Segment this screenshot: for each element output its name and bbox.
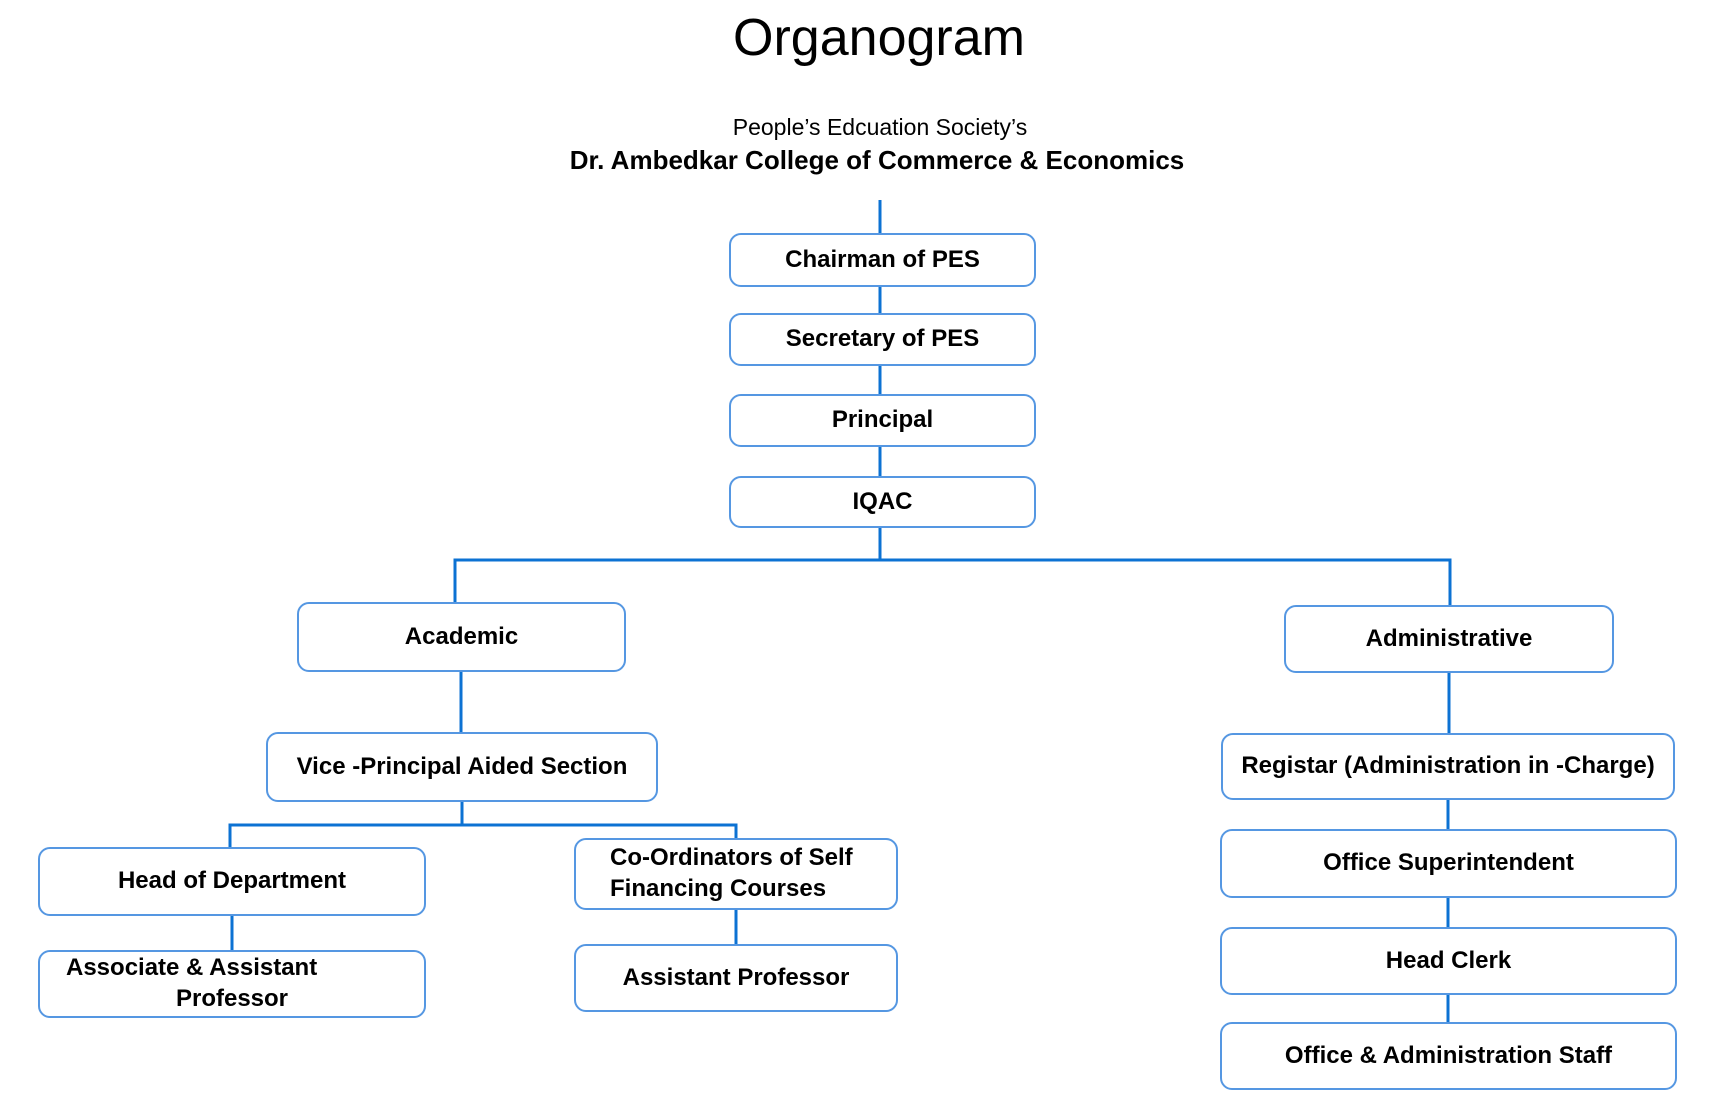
node-vice-principal-aided-section: Vice -Principal Aided Section xyxy=(266,732,658,802)
college-name: Dr. Ambedkar College of Commerce & Econo… xyxy=(569,145,1185,175)
node-secretary-of-pes: Secretary of PES xyxy=(729,313,1036,366)
node-iqac: IQAC xyxy=(729,476,1036,528)
node-label: Academic xyxy=(404,622,519,650)
node-label-line2: Financing Courses xyxy=(610,875,827,902)
node-label-line1: Associate & Assistant xyxy=(66,954,318,982)
node-label: IQAC xyxy=(852,487,913,515)
node-label-line1: Co-Ordinators of Self xyxy=(610,844,853,872)
society-subtitle: People’s Edcuation Society’s xyxy=(732,114,1028,140)
node-label-line2: Professor xyxy=(175,985,289,1012)
node-label: Head Clerk xyxy=(1385,946,1512,974)
node-label: Principal xyxy=(831,406,934,434)
node-label: Registar (Administration in -Charge) xyxy=(1241,752,1655,780)
node-associate-assistant-professor: Associate & Assistant Professor xyxy=(38,950,426,1018)
node-academic: Academic xyxy=(297,602,626,672)
node-chairman-of-pes: Chairman of PES xyxy=(729,233,1036,287)
node-label: Office & Administration Staff xyxy=(1284,1041,1613,1069)
connector-vice-split-bar xyxy=(228,823,738,847)
node-administrative: Administrative xyxy=(1284,605,1614,673)
node-label: Assistant Professor xyxy=(622,963,850,991)
node-head-of-department: Head of Department xyxy=(38,847,426,916)
node-label: Administrative xyxy=(1365,624,1533,652)
node-label: Office Superintendent xyxy=(1323,849,1574,877)
node-assistant-professor: Assistant Professor xyxy=(574,944,898,1012)
node-principal: Principal xyxy=(729,394,1036,447)
node-label: Secretary of PES xyxy=(785,325,980,353)
page-title: Organogram xyxy=(733,9,1025,67)
node-label: Chairman of PES xyxy=(785,245,980,273)
node-registrar: Registar (Administration in -Charge) xyxy=(1221,733,1675,800)
node-label: Head of Department xyxy=(117,867,347,895)
node-coordinators-self-financing: Co-Ordinators of Self Financing Courses xyxy=(574,838,898,910)
node-head-clerk: Head Clerk xyxy=(1220,927,1677,995)
node-office-admin-staff: Office & Administration Staff xyxy=(1220,1022,1677,1090)
node-office-superintendent: Office Superintendent xyxy=(1220,829,1677,898)
node-label: Vice -Principal Aided Section xyxy=(296,752,628,780)
connector-branch-bar xyxy=(453,558,1452,605)
